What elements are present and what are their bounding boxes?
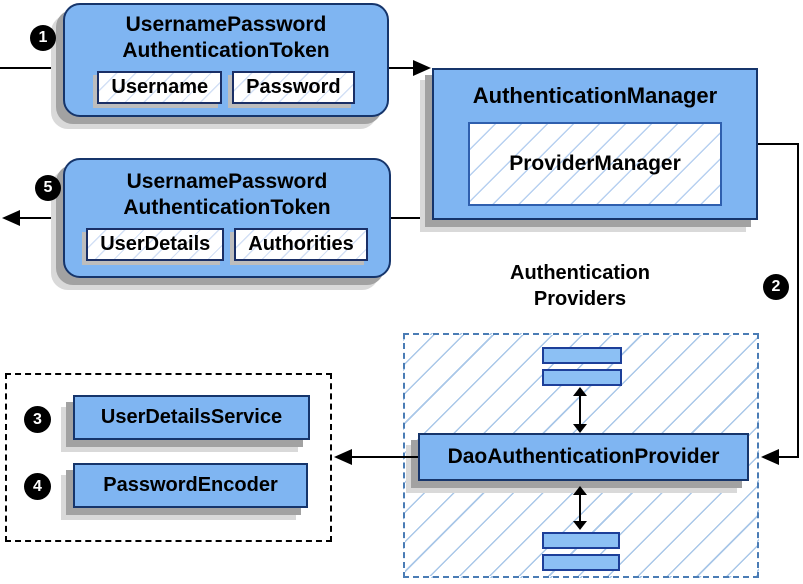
step-2-badge: 2: [763, 274, 789, 300]
flow-line-dao-to-services: [352, 456, 418, 458]
authentication-providers-label: Authentication Providers: [510, 262, 650, 310]
arrowhead-step1-right-icon: [413, 60, 431, 76]
username-field-box: Username: [97, 71, 223, 104]
provider-placeholder-bottom-2: [542, 554, 620, 571]
double-arrow-b-shaft: [579, 493, 581, 523]
authentication-manager-box: AuthenticationManager ProviderManager: [432, 68, 758, 220]
arrowhead-step2-left-icon: [761, 449, 779, 465]
provider-placeholder-bottom-1: [542, 532, 620, 549]
step-3-badge: 3: [24, 406, 51, 433]
authentication-manager-title: AuthenticationManager: [472, 83, 718, 108]
double-arrow-up-icon: [573, 387, 587, 396]
response-token-title: UsernamePassword AuthenticationToken: [123, 170, 331, 219]
flow-line-step2-top: [757, 143, 799, 145]
double-arrow-down-icon: [573, 521, 587, 530]
password-encoder-box: PasswordEncoder: [73, 463, 308, 508]
step-1-badge: 1: [30, 25, 56, 51]
provider-placeholder-top-1: [542, 347, 622, 364]
dao-authentication-provider-box: DaoAuthenticationProvider: [418, 433, 749, 481]
step-5-badge: 5: [35, 175, 61, 201]
provider-manager-box: ProviderManager: [468, 122, 722, 206]
arrowhead-step5-left-icon: [2, 210, 20, 226]
request-token-box: UsernamePassword AuthenticationToken Use…: [63, 3, 389, 117]
authorities-field-box: Authorities: [234, 228, 368, 261]
double-arrow-a-shaft: [579, 394, 581, 426]
double-arrow-down-icon: [573, 424, 587, 433]
provider-placeholder-top-2: [542, 369, 622, 386]
response-token-fields: UserDetails Authorities: [65, 228, 389, 261]
flow-line-step2-vertical: [797, 143, 799, 458]
double-arrow-up-icon: [573, 486, 587, 495]
user-details-service-box: UserDetailsService: [73, 395, 310, 440]
arrowhead-services-left-icon: [334, 449, 352, 465]
password-field-box: Password: [232, 71, 355, 104]
services-container: [5, 373, 332, 542]
response-token-box: UsernamePassword AuthenticationToken Use…: [63, 158, 391, 278]
step-4-badge: 4: [24, 473, 51, 500]
request-token-title: UsernamePassword AuthenticationToken: [122, 13, 330, 62]
flow-line-step2-bottom: [779, 456, 799, 458]
request-token-fields: Username Password: [65, 71, 387, 104]
userdetails-field-box: UserDetails: [86, 228, 225, 261]
